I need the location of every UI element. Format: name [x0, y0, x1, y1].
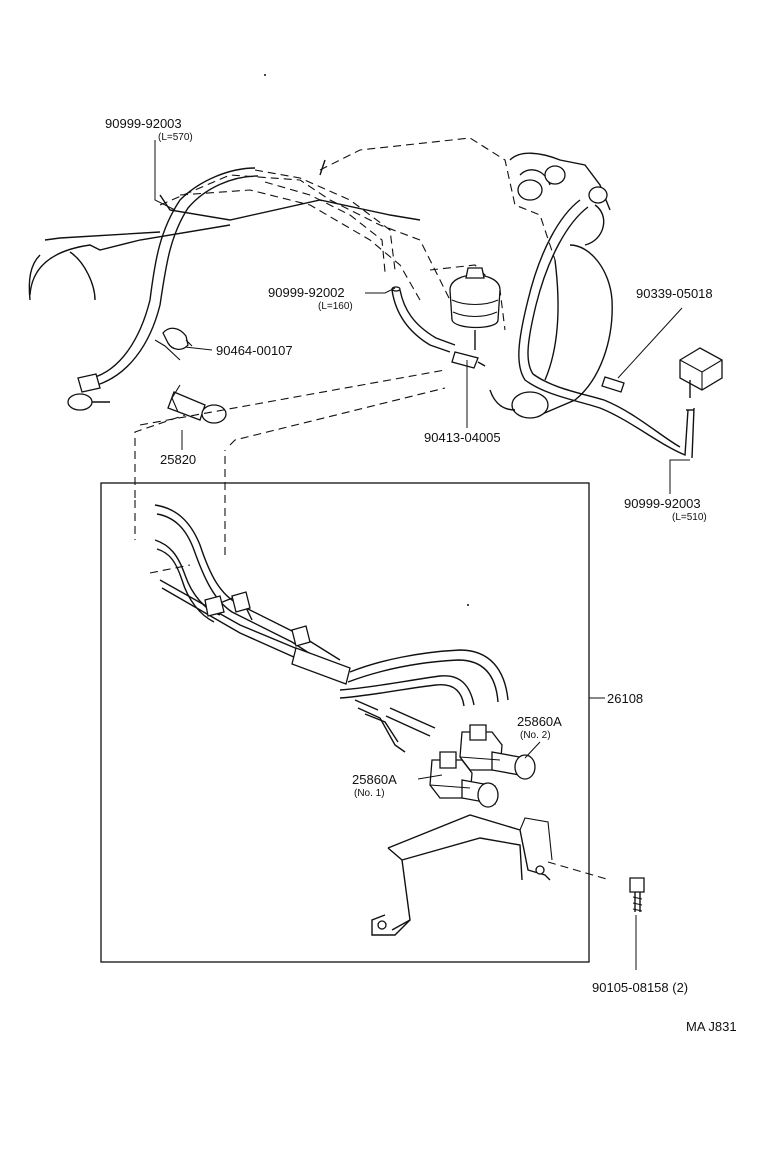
part-length: (L=570): [158, 132, 193, 143]
part-number: 26108: [607, 691, 643, 706]
hose-90999-92002-L160: [391, 286, 456, 353]
part-number: 90999-92003: [624, 496, 701, 511]
label-90413-04005: 90413-04005: [424, 430, 501, 445]
part-number: 25860A: [517, 714, 562, 729]
label-25820: 25820: [160, 452, 196, 467]
transmission: [28, 159, 421, 301]
part-number: 90413-04005: [424, 430, 501, 445]
part-length: (L=160): [318, 301, 353, 312]
label-90999-92003-l570: 90999-92003 (L=570): [105, 116, 193, 143]
part-number: 90999-92003: [105, 116, 182, 131]
dashed-connections: [134, 369, 611, 881]
label-90999-92003-l510: 90999-92003 (L=510): [624, 496, 707, 523]
engine-outline: [159, 137, 556, 331]
part-number: 25820: [160, 452, 196, 467]
tee-90413: [451, 351, 486, 369]
bracket: [371, 814, 553, 936]
vsv-no1: [429, 751, 499, 808]
hose-bundle: [154, 504, 509, 753]
clamp-90464: [154, 327, 193, 361]
right-manifold: [489, 152, 613, 419]
part-variant: (No. 2): [520, 730, 551, 741]
dot-mark: [264, 74, 266, 76]
part-number: 90999-92002: [268, 285, 345, 300]
hose-90999-92003-L570: [67, 167, 259, 411]
sensor-25820: [167, 384, 227, 424]
vsv-box: [679, 347, 723, 398]
diagram-code: MA J831: [686, 1019, 737, 1034]
part-variant: (No. 1): [354, 788, 385, 799]
assembly-frame: [100, 482, 590, 963]
label-26108: 26108: [607, 691, 643, 706]
leader-lines: [154, 140, 690, 970]
label-25860a-no1: 25860A (No. 1): [352, 772, 397, 799]
label-90339-05018: 90339-05018: [636, 286, 713, 301]
bolt-90105: [629, 877, 645, 912]
part-number: 90339-05018: [636, 286, 713, 301]
dot-mark: [467, 604, 469, 606]
vsv-no2: [459, 724, 536, 780]
label-90464-00107: 90464-00107: [216, 343, 293, 358]
part-number: 90105-08158 (2): [592, 980, 688, 995]
hose-90999-92003-L510: [518, 199, 695, 459]
clip-90339: [601, 376, 625, 393]
part-number: 25860A: [352, 772, 397, 787]
label-90999-92002: 90999-92002 (L=160): [268, 285, 353, 312]
vsv-actuator: [449, 267, 501, 350]
label-90105-08158: 90105-08158 (2): [592, 980, 688, 995]
part-number: 90464-00107: [216, 343, 293, 358]
label-25860a-no2: 25860A (No. 2): [517, 714, 562, 741]
part-length: (L=510): [672, 512, 707, 523]
